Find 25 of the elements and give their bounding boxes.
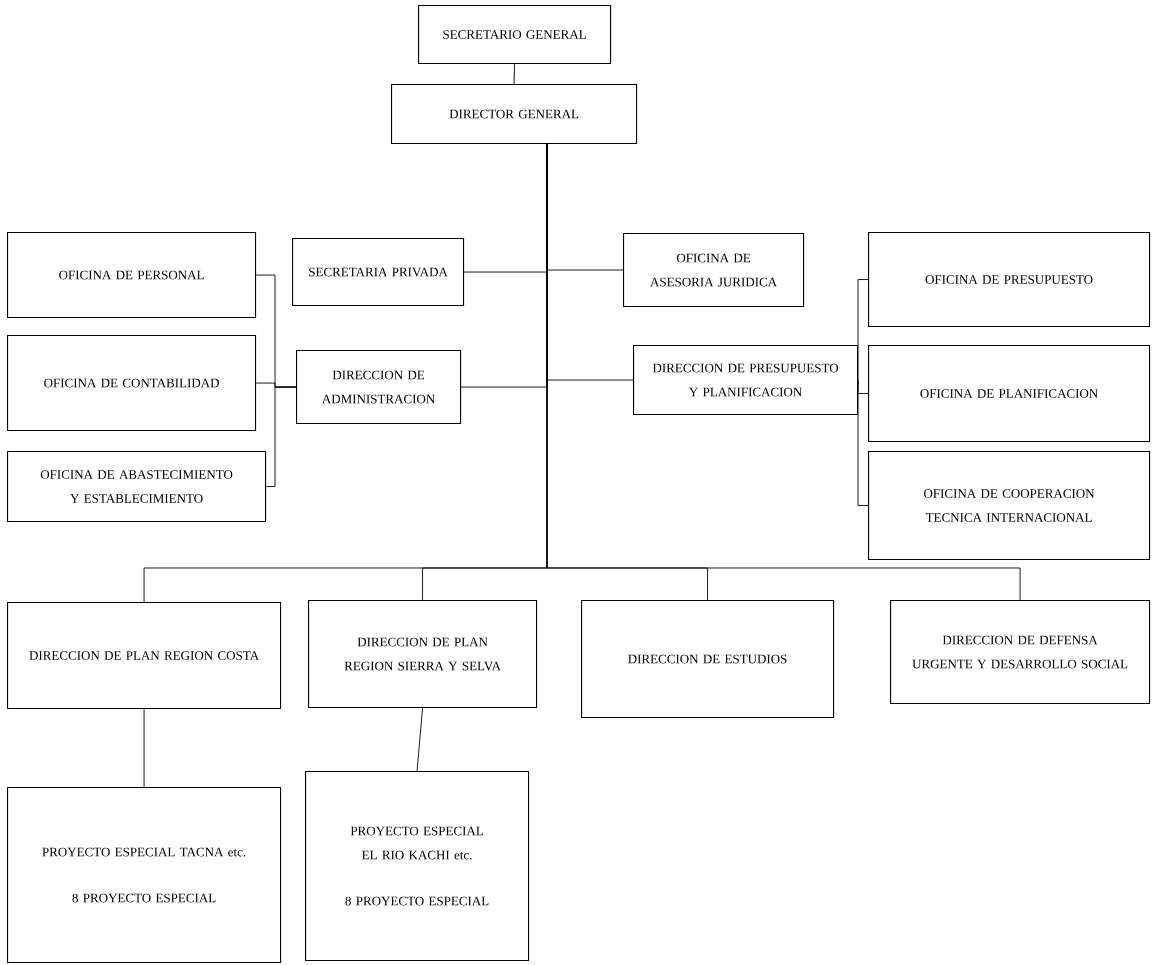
org-box: DIRECCION DE PLAN REGION SIERRA Y SELVA xyxy=(308,600,538,709)
org-box: PROYECTO ESPECIAL TACNA etc. 8 PROYECTO ESPECIAL xyxy=(7,787,282,964)
org-box: OFICINA DE PRESUPUESTO xyxy=(868,232,1151,328)
org-box: PROYECTO ESPECIAL EL RIO KACHI etc. 8 PROYECTO ESPECIAL xyxy=(305,771,530,962)
org-box: DIRECCION DE DEFENSA URGENTE Y DESARROLLO SOCIAL xyxy=(890,600,1151,705)
connector-line xyxy=(513,63,515,85)
org-box: SECRETARIO GENERAL xyxy=(418,5,612,65)
org-box: OFICINA DE PLANIFICACION xyxy=(868,345,1151,443)
org-box: DIRECCION DE ESTUDIOS xyxy=(581,600,835,719)
org-box: DIRECCION DE ADMINISTRACION xyxy=(296,350,462,425)
org-box: DIRECCION DE PRESUPUESTO Y PLANIFICACION xyxy=(633,345,859,416)
org-box: DIRECCION DE PLAN REGION COSTA xyxy=(7,602,282,710)
connector-line xyxy=(857,279,869,381)
connector-line xyxy=(857,379,869,506)
connector-line xyxy=(265,386,297,487)
org-box: OFICINA DE COOPERACION TECNICA INTERNACIONAL xyxy=(868,451,1151,561)
org-box: SECRETARIA PRIVADA xyxy=(292,238,465,307)
connector-line xyxy=(546,142,1021,601)
org-box: OFICINA DE ABASTECIMIENTO Y ESTABLECIMIENTO xyxy=(7,451,267,523)
org-box: DIRECTOR GENERAL xyxy=(391,84,638,145)
org-box: OFICINA DE CONTABILIDAD xyxy=(7,335,257,432)
org-box: OFICINA DE PERSONAL xyxy=(7,232,257,319)
connector-line xyxy=(143,708,145,788)
connector-line xyxy=(416,707,423,772)
org-box: OFICINA DE ASESORIA JURIDICA xyxy=(623,233,805,308)
